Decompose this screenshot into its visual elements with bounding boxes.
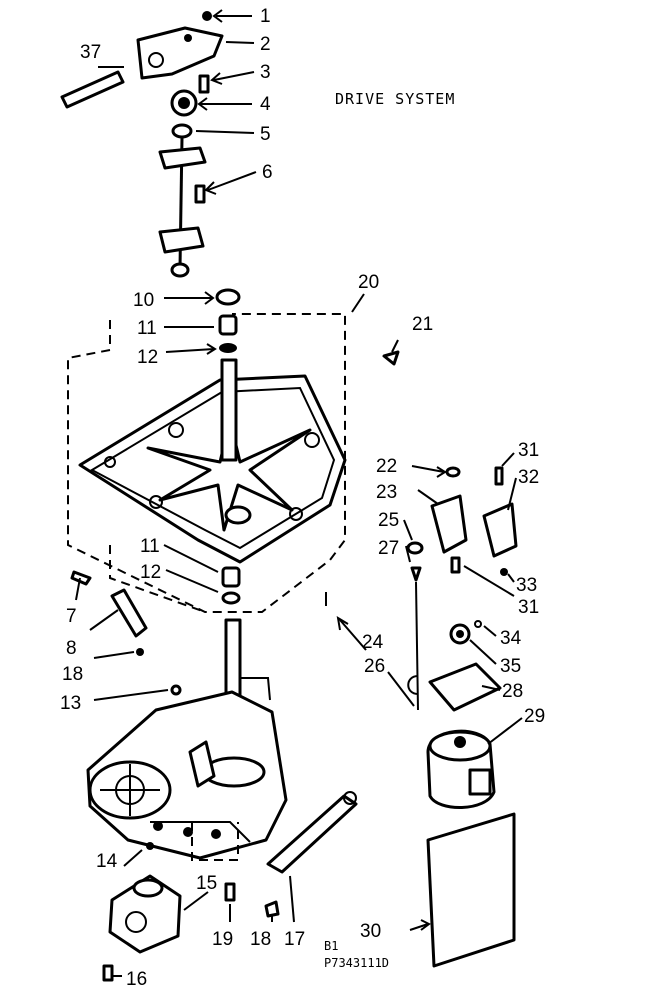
part-22-nut — [445, 466, 461, 478]
callout-12-upper: 12 — [137, 347, 158, 368]
part-11-bearing-upper — [218, 314, 238, 336]
callout-23: 23 — [376, 482, 397, 503]
callout-3: 3 — [260, 62, 271, 83]
part-18-nut-right — [264, 900, 280, 918]
callout-7: 7 — [66, 606, 77, 627]
callout-26: 26 — [364, 656, 385, 677]
part-14-nut — [146, 842, 154, 850]
callout-22: 22 — [376, 456, 397, 477]
callout-20: 20 — [358, 272, 379, 293]
part-33-nut — [500, 568, 508, 576]
callout-13: 13 — [60, 693, 81, 714]
base-plate — [78, 358, 347, 564]
callout-10: 10 — [133, 290, 154, 311]
group-20-outline-lower — [109, 545, 206, 613]
part-17-arm — [266, 791, 358, 874]
group-20-outline — [67, 313, 346, 613]
part-31-screw-bottom — [450, 556, 461, 574]
part-37-rod — [60, 70, 125, 109]
callout-25: 25 — [378, 510, 399, 531]
callout-8: 8 — [66, 638, 77, 659]
callout-21: 21 — [412, 314, 433, 335]
callout-33: 33 — [516, 575, 537, 596]
part-13-ball — [170, 684, 182, 696]
shaft-upper-assembly — [158, 137, 207, 278]
callout-19: 19 — [212, 929, 233, 950]
part-34-screw — [474, 620, 482, 628]
drawing-code-line2: P7343111D — [324, 956, 389, 970]
part-12-washer-lower — [221, 591, 241, 605]
callout-37: 37 — [80, 42, 101, 63]
part-2-bracket — [136, 26, 224, 80]
callout-31-bottom: 31 — [518, 597, 539, 618]
callout-31-top: 31 — [518, 440, 539, 461]
callout-35: 35 — [500, 656, 521, 677]
part-32-bracket — [482, 502, 518, 558]
callouts: 1 2 3 4 5 6 37 10 11 12 20 21 11 12 7 8 … — [60, 6, 545, 990]
part-28-plate — [428, 662, 502, 712]
leader-lines — [75, 9, 523, 977]
part-29-motor — [426, 729, 496, 809]
callout-17: 17 — [284, 929, 305, 950]
part-5-washer — [171, 123, 193, 139]
callout-1: 1 — [260, 6, 271, 27]
part-25-washer — [406, 541, 424, 555]
part-12-washer-upper — [219, 343, 237, 353]
part-16-screw — [102, 964, 114, 982]
callout-18-left: 18 — [62, 664, 83, 685]
callout-24: 24 — [362, 632, 384, 653]
callout-30: 30 — [360, 921, 381, 942]
diagram-title: DRIVE SYSTEM — [335, 90, 455, 108]
callout-4: 4 — [260, 94, 271, 115]
part-21-clip — [382, 350, 400, 366]
part-19-screw — [224, 882, 236, 902]
callout-15: 15 — [196, 873, 217, 894]
part-7-screw — [70, 570, 92, 586]
callout-34: 34 — [500, 628, 522, 649]
part-11-bearing-lower — [221, 566, 241, 588]
callout-28: 28 — [502, 681, 523, 702]
part-30-cover — [426, 812, 516, 968]
part-23-bracket — [430, 494, 468, 554]
callout-12-lower: 12 — [140, 562, 161, 583]
part-27-screw — [410, 566, 422, 582]
part-26-rod — [407, 581, 419, 711]
drawing-code-line1: B1 — [324, 939, 338, 953]
callout-5: 5 — [260, 124, 271, 145]
callout-14: 14 — [96, 851, 118, 872]
callout-11-upper: 11 — [137, 318, 157, 339]
callout-27: 27 — [378, 538, 399, 559]
part-3-screw — [198, 74, 210, 94]
callout-18-right: 18 — [250, 929, 271, 950]
callout-2: 2 — [260, 34, 271, 55]
callout-11-lower: 11 — [140, 536, 160, 557]
part-31-screw-top — [494, 466, 504, 486]
part-15-pump — [108, 874, 182, 954]
part-1-nut — [202, 11, 212, 21]
part-4-seal — [170, 89, 198, 117]
part-35-pulley — [449, 623, 471, 645]
callout-29: 29 — [524, 706, 545, 727]
transmission-housing — [86, 690, 288, 861]
part-10-cap — [215, 288, 241, 306]
callout-16: 16 — [126, 969, 147, 990]
part-6-screw — [194, 184, 206, 204]
part-18-nut-left — [136, 648, 144, 656]
callout-32: 32 — [518, 467, 539, 488]
callout-6: 6 — [262, 162, 273, 183]
part-8-link — [110, 588, 148, 638]
